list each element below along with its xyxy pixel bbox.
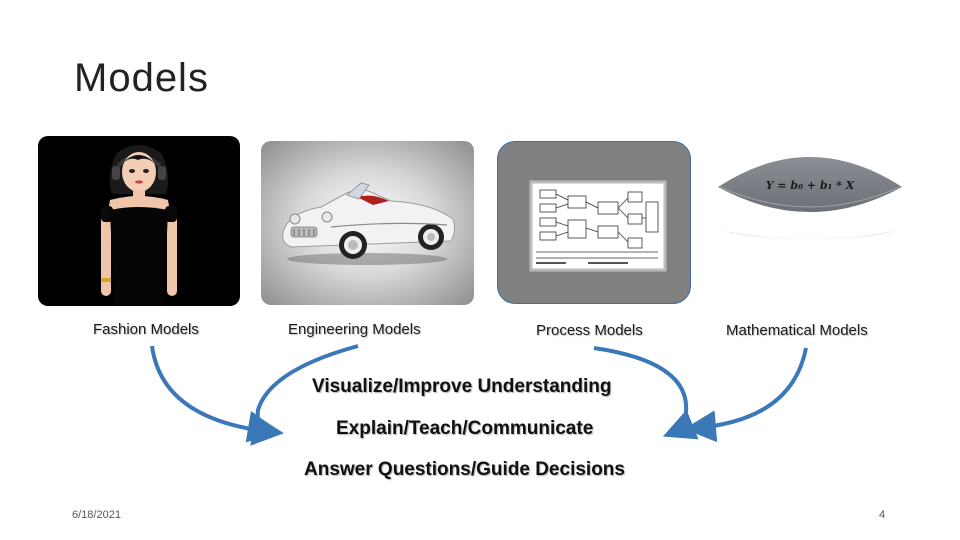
fashion-model-image	[38, 136, 240, 306]
purpose-explain: Explain/Teach/Communicate	[336, 418, 594, 439]
arrow-mathematical	[684, 347, 808, 443]
slide-title: Models	[74, 56, 209, 100]
equation-text: Y = b₀ + b₁ * X	[766, 179, 855, 192]
mathematical-model-image: Y = b₀ + b₁ * X	[714, 145, 906, 255]
caption-fashion-models: Fashion Models	[93, 321, 199, 338]
caption-engineering-models: Engineering Models	[288, 321, 421, 338]
process-model-image	[497, 141, 691, 304]
caption-process-models: Process Models	[536, 322, 643, 339]
process-diagram-illustration	[529, 180, 667, 272]
car-illustration	[282, 182, 456, 265]
caption-mathematical-models: Mathematical Models	[726, 322, 868, 339]
arrow-fashion	[150, 345, 284, 446]
footer-page-number: 4	[879, 509, 886, 521]
woman-illustration	[101, 145, 177, 306]
purpose-visualize: Visualize/Improve Understanding	[312, 376, 612, 397]
footer-date: 6/18/2021	[72, 509, 121, 521]
engineering-model-image	[261, 141, 474, 305]
purpose-answer: Answer Questions/Guide Decisions	[304, 459, 625, 480]
equation-lens-illustration: Y = b₀ + b₁ * X	[718, 157, 902, 242]
